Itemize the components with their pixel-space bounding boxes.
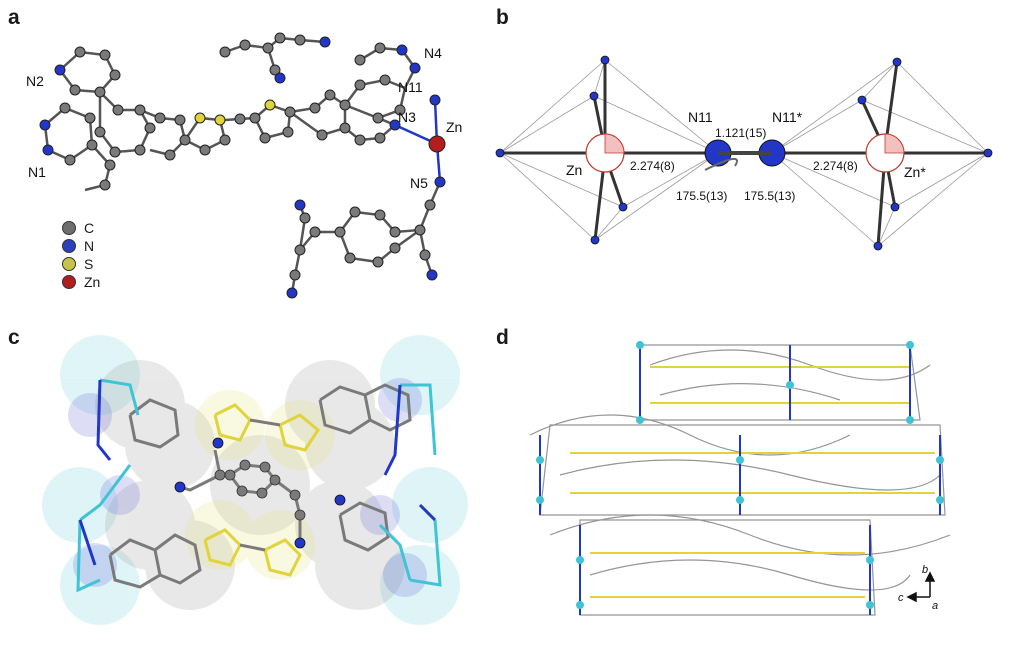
atom-label-n5: N5 (410, 175, 428, 191)
atom-label-zn: Zn (446, 119, 462, 135)
b-bond-nn: 1.121(15) (715, 126, 766, 140)
legend-item-zn: Zn (62, 274, 100, 290)
panel-c-label: c (8, 326, 20, 349)
panel-b-label: b (496, 6, 509, 29)
panel-c-structure (42, 335, 468, 625)
panel-d: b c a (490, 325, 1016, 650)
panel-a-structure: N2 N1 N4 N11 N3 Zn N5 (26, 32, 462, 299)
atom-label-n4: N4 (424, 45, 442, 61)
b-angle-left: 175.5(13) (676, 189, 727, 203)
panel-c (0, 325, 490, 650)
axis-label-b: b (922, 564, 928, 576)
panel-d-label: d (496, 326, 509, 349)
panel-b: N11 N11* 1.121(15) Zn Zn* 2.274(8) 2.274… (490, 0, 1016, 310)
panel-a: N2 N1 N4 N11 N3 Zn N5 C N S Zn (0, 0, 490, 310)
legend-label-s: S (84, 256, 94, 272)
legend-item-n: N (62, 238, 94, 254)
legend-swatch-c (62, 221, 76, 235)
axis-label-c: c (898, 592, 904, 604)
legend-swatch-s (62, 257, 76, 271)
panel-a-label: a (8, 6, 20, 29)
legend-label-n: N (84, 238, 95, 254)
axis-label-a: a (932, 600, 938, 612)
atom-label-n1: N1 (28, 164, 46, 180)
legend-label-c: C (84, 220, 95, 236)
atom-label-n3: N3 (398, 109, 416, 125)
b-label-zn-star: Zn* (904, 164, 926, 180)
b-bond-zn-right: 2.274(8) (813, 159, 858, 173)
b-bond-zn-left: 2.274(8) (630, 159, 675, 173)
legend-swatch-zn (62, 275, 76, 289)
b-label-zn: Zn (566, 162, 582, 178)
legend-label-zn: Zn (84, 274, 101, 290)
b-label-n11-star: N11* (772, 109, 803, 125)
legend-item-c: C (62, 220, 94, 236)
panel-d-packing: b c a (529, 341, 951, 616)
atom-label-n2: N2 (26, 73, 44, 89)
atom-label-n11: N11 (398, 79, 423, 95)
b-angle-right: 175.5(13) (744, 189, 795, 203)
legend-item-s: S (62, 256, 93, 272)
panel-b-polyhedra: N11 N11* 1.121(15) Zn Zn* 2.274(8) 2.274… (495, 55, 993, 251)
legend-swatch-n (62, 239, 76, 253)
b-label-n11: N11 (688, 109, 713, 125)
